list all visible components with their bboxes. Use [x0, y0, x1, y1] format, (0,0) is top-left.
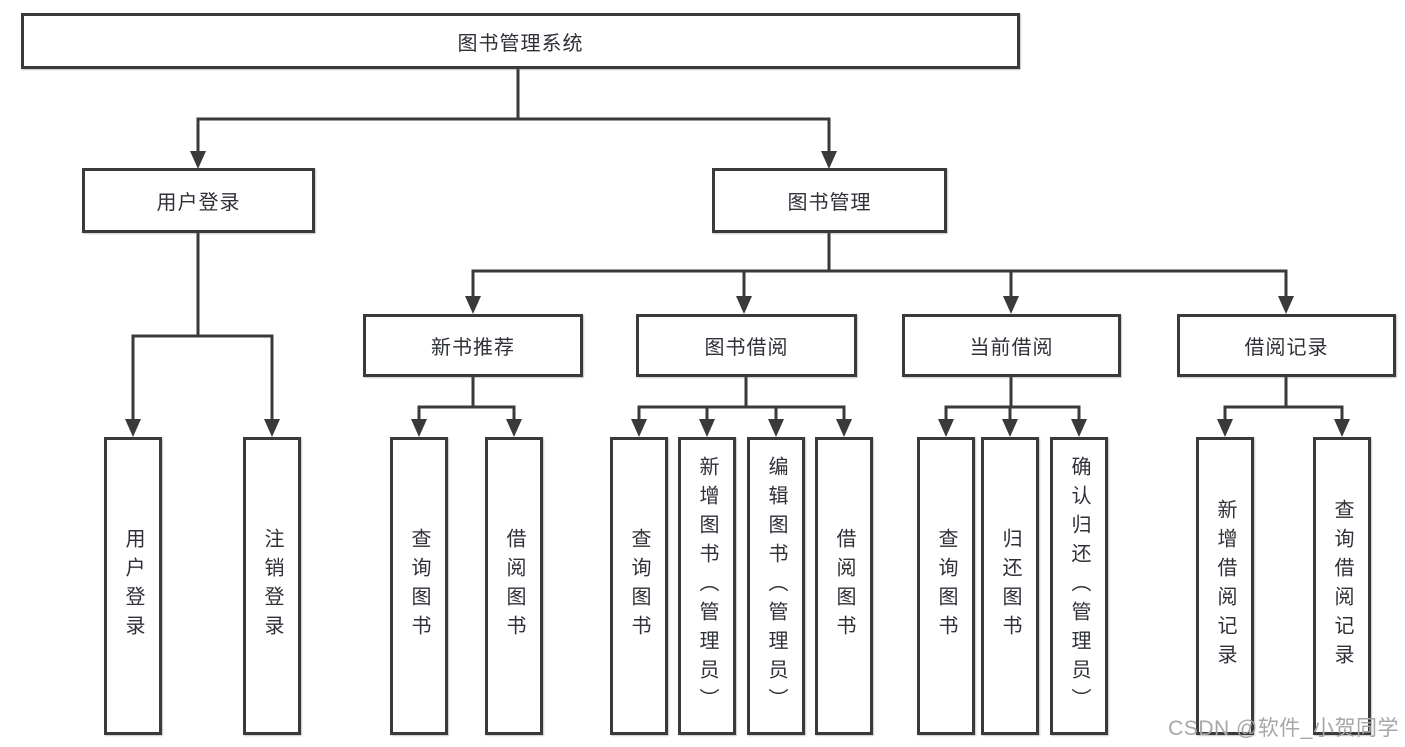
leaf-logout: 注销登录	[243, 437, 301, 735]
leaf-borrow-book: 借阅图书	[815, 437, 873, 735]
watermark: CSDN @软件_小贺同学	[1168, 717, 1399, 740]
leaf-add-borrow-record: 新增借阅记录	[1196, 437, 1254, 735]
node-book-borrow: 图书借阅	[636, 314, 857, 377]
leaf-label: 确认归还（管理员）	[1068, 455, 1090, 717]
leaf-label: 查询图书	[408, 528, 430, 644]
leaf-query-borrow-record: 查询借阅记录	[1313, 437, 1371, 735]
leaf-query-book-current: 查询图书	[917, 437, 975, 735]
leaf-query-book-borrow: 查询图书	[610, 437, 668, 735]
node-new-book-rec: 新书推荐	[363, 314, 583, 377]
leaf-add-book-admin: 新增图书（管理员）	[678, 437, 736, 735]
leaf-label: 用户登录	[122, 528, 144, 644]
leaf-label: 新增图书（管理员）	[696, 455, 718, 717]
node-root: 图书管理系统	[21, 13, 1020, 69]
leaf-label: 归还图书	[999, 528, 1021, 644]
leaf-user-login: 用户登录	[104, 437, 162, 735]
leaf-return-book: 归还图书	[981, 437, 1039, 735]
leaf-label: 查询图书	[628, 528, 650, 644]
leaf-borrow-book-rec: 借阅图书	[485, 437, 543, 735]
leaf-query-book-rec: 查询图书	[390, 437, 448, 735]
leaf-confirm-return-admin: 确认归还（管理员）	[1050, 437, 1108, 735]
leaf-label: 借阅图书	[503, 528, 525, 644]
node-book-mgmt: 图书管理	[712, 168, 947, 233]
node-current-borrow: 当前借阅	[902, 314, 1121, 377]
node-borrow-record: 借阅记录	[1177, 314, 1396, 377]
leaf-label: 新增借阅记录	[1214, 499, 1236, 673]
node-user-login: 用户登录	[82, 168, 315, 233]
leaf-label: 查询借阅记录	[1331, 499, 1353, 673]
leaf-label: 查询图书	[935, 528, 957, 644]
leaf-edit-book-admin: 编辑图书（管理员）	[747, 437, 805, 735]
leaf-label: 注销登录	[261, 528, 283, 644]
leaf-label: 借阅图书	[833, 528, 855, 644]
leaf-label: 编辑图书（管理员）	[765, 455, 787, 717]
